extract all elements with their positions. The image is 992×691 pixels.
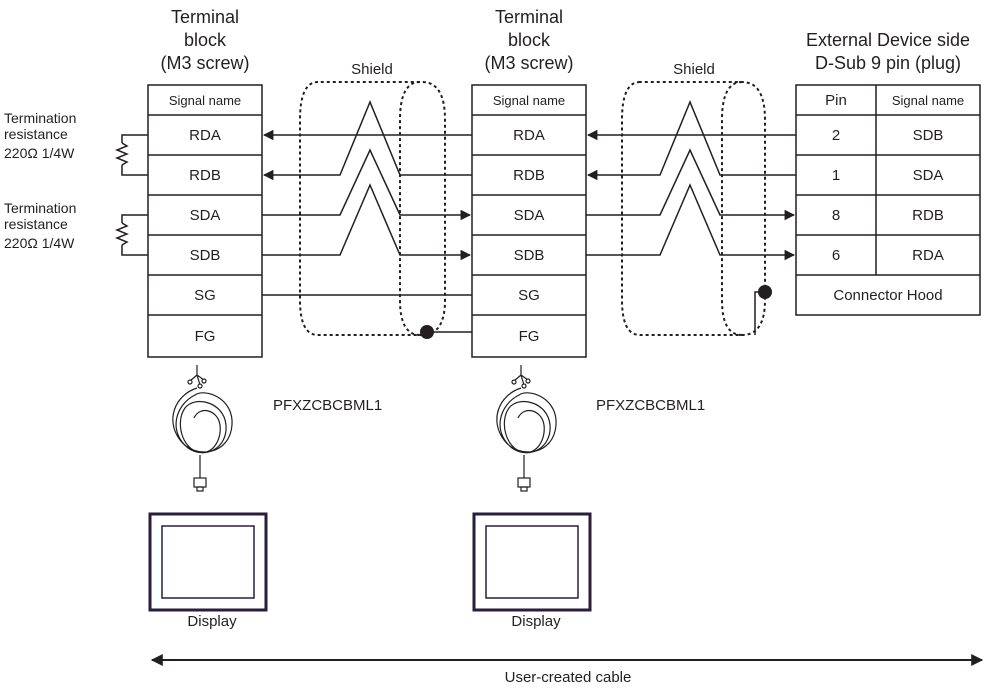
display-2-icon bbox=[472, 512, 592, 612]
middle-cell-sg: SG bbox=[518, 286, 540, 304]
left-terminal-table bbox=[147, 84, 263, 358]
external-device-title-1: External Device side bbox=[805, 30, 971, 50]
external-connector-hood: Connector Hood bbox=[833, 286, 943, 304]
external-pin-1: 1 bbox=[831, 166, 841, 184]
left-signal-name-header: Signal name bbox=[168, 92, 242, 108]
display-2-label: Display bbox=[511, 613, 561, 630]
middle-signal-name-header: Signal name bbox=[492, 92, 566, 108]
left-cell-rdb: RDB bbox=[189, 166, 221, 184]
left-cell-sda: SDA bbox=[189, 206, 221, 224]
middle-cell-fg: FG bbox=[518, 327, 540, 345]
external-signal-rdb: RDB bbox=[912, 206, 944, 224]
display-1-icon bbox=[148, 512, 268, 612]
left-cell-sg: SG bbox=[194, 286, 216, 304]
termination-2-line-1: Termination bbox=[4, 200, 77, 216]
external-pin-2: 2 bbox=[831, 126, 841, 144]
cable-coil-1-icon bbox=[172, 365, 233, 492]
middle-cell-rda: RDA bbox=[513, 126, 545, 144]
external-device-table bbox=[795, 84, 981, 316]
external-pin-6: 6 bbox=[831, 246, 841, 264]
middle-block-title-2: block bbox=[507, 30, 551, 50]
shield-2-label: Shield bbox=[673, 61, 715, 78]
left-cell-fg: FG bbox=[194, 327, 216, 345]
left-block-title-2: block bbox=[183, 30, 227, 50]
termination-resistor-2 bbox=[114, 214, 148, 256]
left-block-title-1: Terminal bbox=[170, 7, 240, 27]
external-pin-8: 8 bbox=[831, 206, 841, 224]
termination-1-line-3: 220Ω 1/4W bbox=[4, 145, 75, 161]
external-pin-header: Pin bbox=[825, 91, 847, 109]
termination-2-line-3: 220Ω 1/4W bbox=[4, 235, 75, 251]
cable-coil-2-icon bbox=[496, 365, 557, 492]
cable-1-part-number: PFXZCBCBML1 bbox=[273, 397, 383, 414]
middle-cell-sda: SDA bbox=[513, 206, 545, 224]
shield-2-ground-dot bbox=[758, 285, 772, 299]
shield-1-label: Shield bbox=[351, 61, 393, 78]
termination-resistor-1 bbox=[114, 134, 148, 176]
left-cell-sdb: SDB bbox=[189, 246, 221, 264]
left-block-title-3: (M3 screw) bbox=[160, 53, 250, 73]
cable-2-part-number: PFXZCBCBML1 bbox=[596, 397, 706, 414]
shield-1 bbox=[299, 81, 446, 336]
shield-2 bbox=[621, 81, 766, 336]
external-signal-name-header: Signal name bbox=[891, 92, 965, 108]
user-created-cable-label: User-created cable bbox=[504, 669, 632, 686]
middle-block-title-1: Terminal bbox=[494, 7, 564, 27]
termination-2-line-2: resistance bbox=[4, 216, 68, 232]
external-signal-sdb: SDB bbox=[912, 126, 944, 144]
wires-left-middle bbox=[262, 100, 472, 333]
display-1-label: Display bbox=[187, 613, 237, 630]
external-device-title-2: D-Sub 9 pin (plug) bbox=[814, 53, 962, 73]
external-signal-rda: RDA bbox=[912, 246, 944, 264]
external-signal-sda: SDA bbox=[912, 166, 944, 184]
termination-1-line-1: Termination bbox=[4, 110, 77, 126]
middle-cell-sdb: SDB bbox=[513, 246, 545, 264]
left-cell-rda: RDA bbox=[189, 126, 221, 144]
termination-1-line-2: resistance bbox=[4, 126, 68, 142]
shield-1-ground-dot bbox=[420, 325, 434, 339]
middle-block-title-3: (M3 screw) bbox=[484, 53, 574, 73]
middle-cell-rdb: RDB bbox=[513, 166, 545, 184]
middle-terminal-table bbox=[471, 84, 587, 358]
